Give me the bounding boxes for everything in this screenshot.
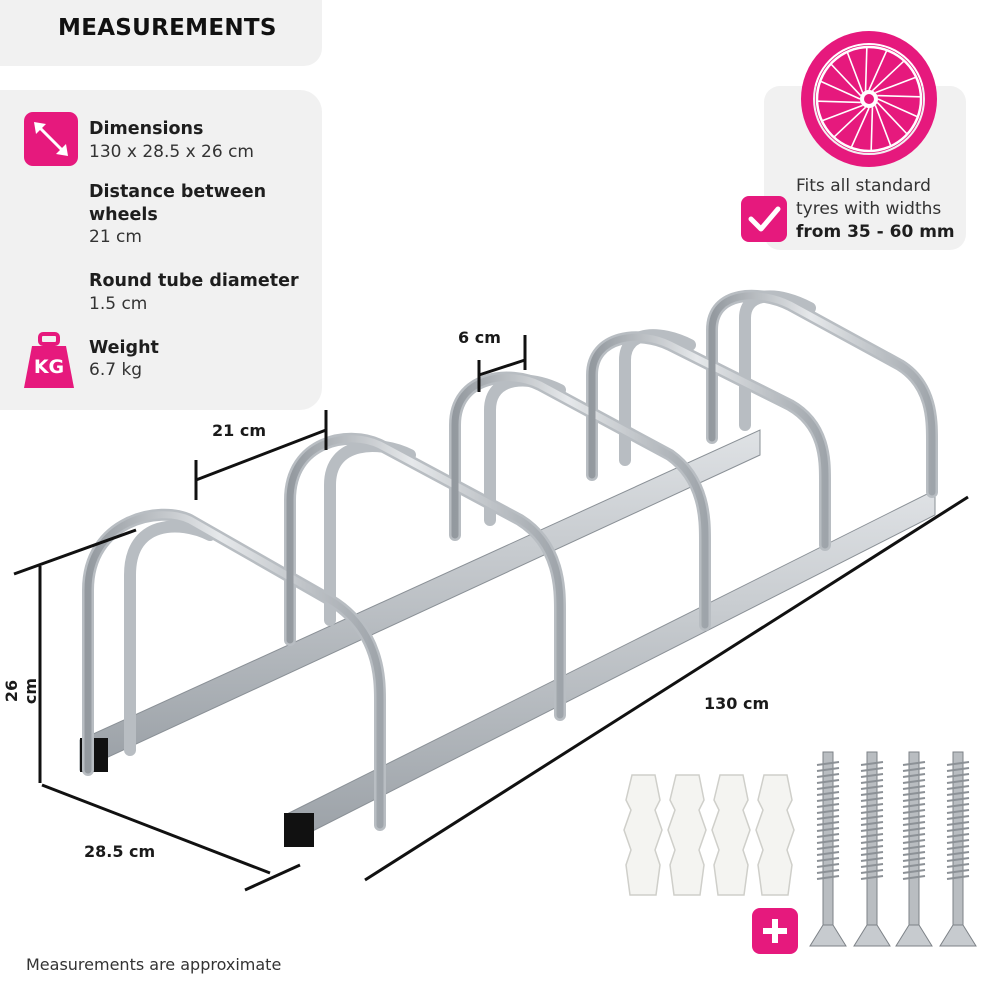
depth-dim-label: 28.5 cm (84, 842, 156, 861)
screws (809, 751, 977, 947)
screw (809, 751, 847, 947)
tube-diameter-value: 1.5 cm (89, 294, 148, 314)
weight-label: Weight (89, 338, 159, 358)
length-dim-label: 130 cm (704, 694, 770, 713)
height-dim-label: 26 cm (2, 677, 40, 705)
wheel-distance-value: 21 cm (89, 227, 142, 247)
wheel-distance-label-1: Distance between (89, 182, 267, 202)
diagonal-arrows-icon (24, 112, 78, 166)
footer-note: Measurements are approximate (26, 955, 282, 974)
tyre-line-1: Fits all standard (796, 176, 931, 196)
slot-gap-label: 6 cm (458, 328, 501, 347)
plus-icon (752, 908, 798, 954)
dimensions-label: Dimensions (89, 119, 204, 139)
tyre-info-text: Fits all standard tyres with widths from… (796, 175, 955, 244)
rear-base-bar (79, 429, 761, 771)
weight-value: 6.7 kg (89, 360, 143, 380)
kg-icon-text: KG (33, 356, 65, 378)
title-panel: MEASUREMENTS (0, 0, 322, 66)
dimensions-value: 130 x 28.5 x 26 cm (89, 142, 254, 162)
front-bar-endcap (284, 813, 314, 847)
kg-weight-icon: KG (22, 332, 76, 390)
screw (895, 751, 933, 947)
wall-plugs (623, 774, 795, 896)
page-title: MEASUREMENTS (58, 15, 277, 41)
dimension-lines (13, 335, 969, 892)
screw (939, 751, 977, 947)
screw (853, 751, 891, 947)
tube-diameter-label: Round tube diameter (89, 271, 299, 291)
wheel-distance-dim-label: 21 cm (212, 421, 266, 440)
wheel-distance-label-2: wheels (89, 205, 158, 225)
tyre-line-3: from 35 - 60 mm (796, 222, 955, 242)
bicycle-wheel-icon (800, 30, 938, 168)
checkmark-icon (741, 196, 787, 242)
tyre-line-2: tyres with widths (796, 199, 942, 219)
